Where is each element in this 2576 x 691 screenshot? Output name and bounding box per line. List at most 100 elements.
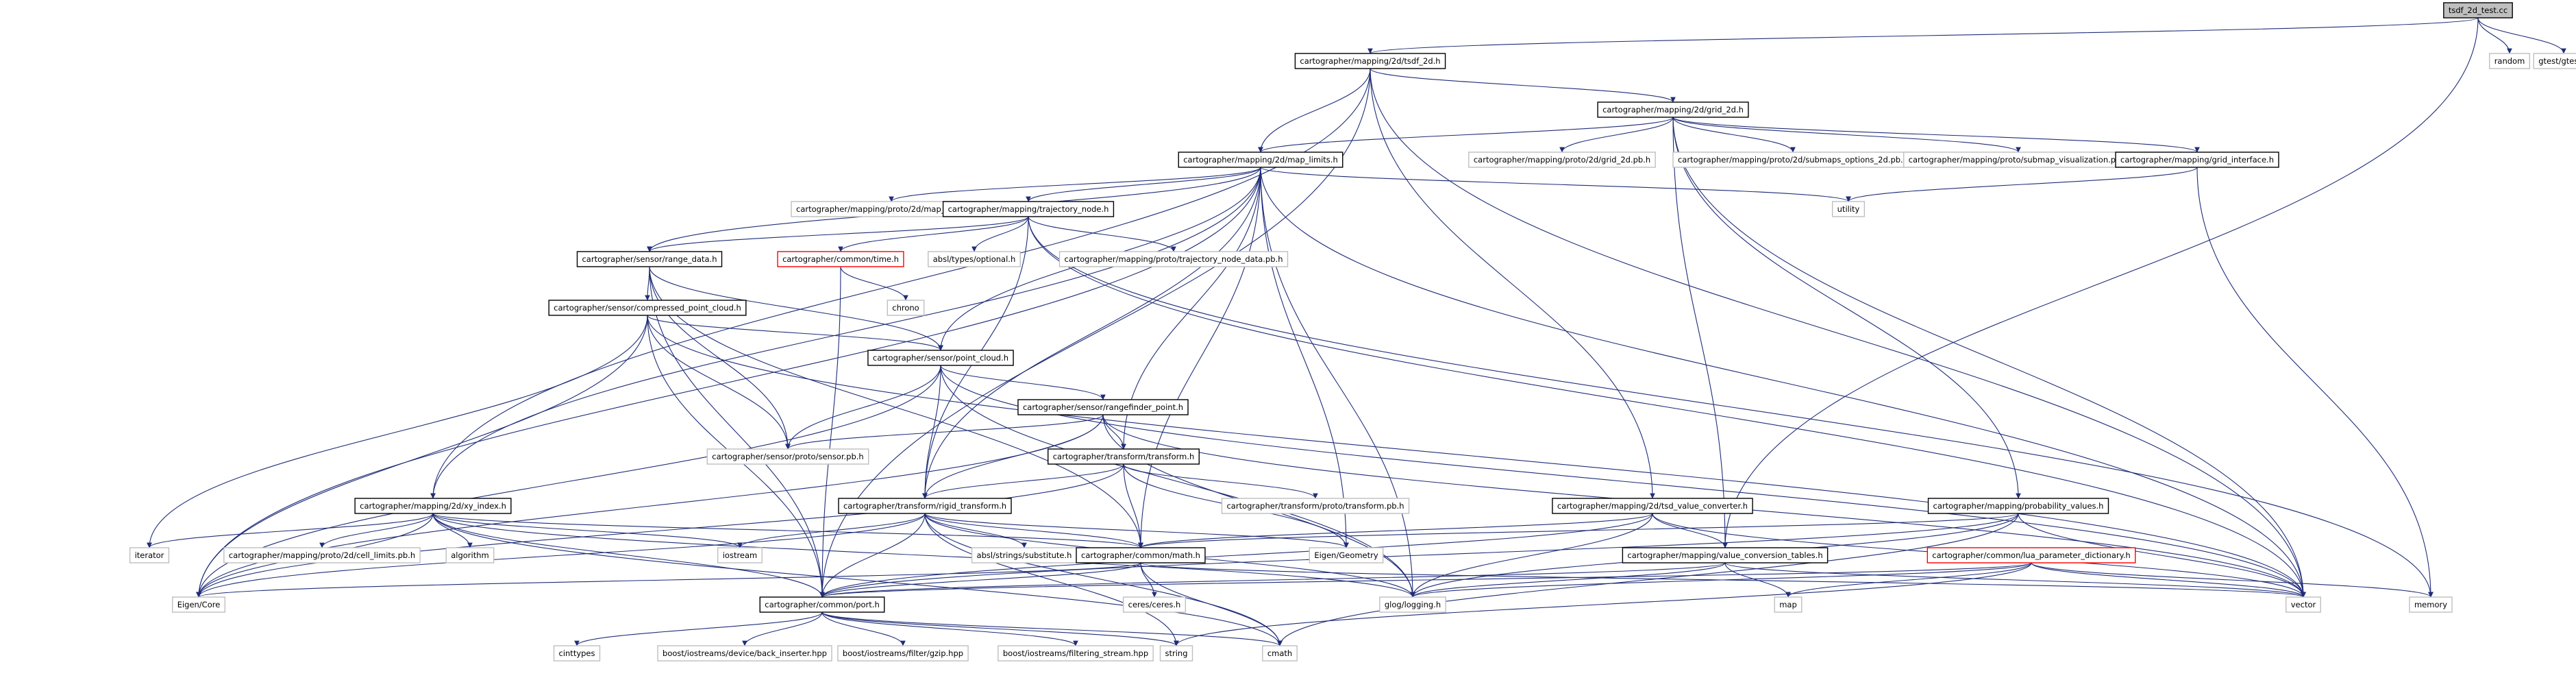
node-iterator[interactable]: iterator — [129, 547, 170, 563]
node-cinttypes[interactable]: cinttypes — [553, 645, 601, 662]
edge-rigid-transform-to-cmath — [924, 513, 1283, 646]
edge-grid-2d-to-submaps-opt-pb — [1672, 117, 1796, 153]
edge-grid-interface-to-utility — [1846, 167, 2198, 202]
node-box — [1122, 596, 1187, 613]
node-ceres[interactable]: ceres/ceres.h — [1122, 596, 1187, 613]
node-eigen-geometry[interactable]: Eigen/Geometry — [1309, 547, 1384, 563]
node-label: cartographer/transform/proto/transform.p… — [1226, 501, 1404, 511]
node-value-conv-tables[interactable]: cartographer/mapping/value_conversion_ta… — [1622, 547, 1829, 563]
node-substitute[interactable]: absl/strings/substitute.h — [971, 547, 1078, 563]
node-map-limits[interactable]: cartographer/mapping/2d/map_limits.h — [1178, 151, 1343, 168]
node-label: Eigen/Geometry — [1314, 550, 1378, 560]
node-range-data[interactable]: cartographer/sensor/range_data.h — [576, 251, 723, 267]
node-label: utility — [1837, 204, 1860, 214]
node-glog[interactable]: glog/logging.h — [1379, 596, 1446, 613]
node-prob-values[interactable]: cartographer/mapping/probability_values.… — [1927, 498, 2109, 514]
edge-transform-to-rigid-transform — [922, 463, 1124, 499]
node-utility[interactable]: utility — [1831, 201, 1866, 217]
node-compressed-pc[interactable]: cartographer/sensor/compressed_point_clo… — [548, 300, 747, 316]
edge-compressed-pc-to-eigen-core — [196, 315, 648, 598]
node-chrono[interactable]: chrono — [887, 300, 925, 316]
node-vector[interactable]: vector — [2286, 596, 2321, 613]
node-box — [706, 448, 869, 465]
edge-tsdf-test-to-random — [2477, 17, 2512, 54]
node-label: cartographer/sensor/compressed_point_clo… — [554, 303, 741, 313]
node-submap-vis-pb[interactable]: cartographer/mapping/proto/submap_visual… — [1903, 151, 2134, 168]
node-optional[interactable]: absl/types/optional.h — [928, 251, 1021, 267]
node-gzip[interactable]: boost/iostreams/filter/gzip.hpp — [837, 645, 969, 662]
node-transform[interactable]: cartographer/transform/transform.h — [1048, 448, 1200, 465]
edge-xy-index-to-iostream — [432, 513, 743, 548]
edge-xy-index-to-iterator — [147, 513, 434, 548]
edge-compressed-pc-to-sensor-pb — [647, 315, 791, 450]
edge-rigid-transform-to-eigen-core — [196, 513, 926, 598]
node-back-inserter[interactable]: boost/iostreams/device/back_inserter.hpp — [657, 645, 832, 662]
edge-tsdf-2d-to-vector — [1370, 68, 2306, 598]
node-label: algorithm — [451, 550, 489, 560]
node-box — [2488, 53, 2531, 69]
node-label: glog/logging.h — [1385, 600, 1441, 609]
node-cmath[interactable]: cmath — [1262, 645, 1298, 662]
node-grid2d-pb[interactable]: cartographer/mapping/proto/2d/grid_2d.pb… — [1468, 151, 1656, 168]
node-memory[interactable]: memory — [2409, 596, 2453, 613]
node-port[interactable]: cartographer/common/port.h — [759, 596, 885, 613]
edge-map-limits-to-utility — [1260, 167, 1851, 202]
edge-xy-index-to-math — [432, 513, 1143, 548]
node-tsd-value-conv[interactable]: cartographer/mapping/2d/tsd_value_conver… — [1552, 498, 1753, 514]
node-filtering-stream[interactable]: boost/iostreams/filtering_stream.hpp — [998, 645, 1154, 662]
edge-map-limits-to-trajectory-node — [1026, 167, 1261, 202]
node-rangefinder-point[interactable]: cartographer/sensor/rangefinder_point.h — [1017, 399, 1189, 415]
node-label: Eigen/Core — [177, 600, 221, 609]
edge-map-limits-to-eigen-geometry — [1260, 167, 1349, 548]
node-box — [445, 547, 495, 563]
node-grid-2d[interactable]: cartographer/mapping/2d/grid_2d.h — [1597, 101, 1749, 118]
node-label: cartographer/mapping/proto/2d/cell_limit… — [229, 550, 415, 560]
node-cell-limits-pb[interactable]: cartographer/mapping/proto/2d/cell_limit… — [223, 547, 421, 563]
node-math[interactable]: cartographer/common/math.h — [1076, 547, 1206, 563]
node-transform-pb[interactable]: cartographer/transform/proto/transform.p… — [1221, 498, 1410, 514]
node-tsdf-test[interactable]: tsdf_2d_test.cc — [2443, 2, 2513, 19]
node-trajnode-pb[interactable]: cartographer/mapping/proto/trajectory_no… — [1058, 251, 1289, 267]
node-rigid-transform[interactable]: cartographer/transform/rigid_transform.h — [838, 498, 1012, 514]
node-label: cartographer/sensor/proto/sensor.pb.h — [712, 452, 863, 461]
nodes-layer: tsdf_2d_test.cc cartographer/mapping/2d/t… — [129, 2, 2576, 662]
edge-tsdf-test-to-value-conv-tables — [1722, 17, 2479, 548]
node-label: cartographer/mapping/proto/trajectory_no… — [1065, 254, 1283, 264]
node-label: cartographer/mapping/2d/xy_index.h — [360, 501, 506, 511]
edge-map-limits-to-maplimits-pb — [889, 167, 1261, 202]
node-box — [1262, 645, 1298, 662]
edge-rigid-transform-to-eigen-geometry — [924, 513, 1349, 548]
edge-compressed-pc-to-vector — [647, 315, 2306, 598]
node-algorithm[interactable]: algorithm — [445, 547, 495, 563]
node-box — [1076, 547, 1206, 563]
edge-tsdf-2d-to-xy-index — [430, 68, 1371, 499]
node-xy-index[interactable]: cartographer/mapping/2d/xy_index.h — [354, 498, 512, 514]
node-random[interactable]: random — [2488, 53, 2531, 69]
node-trajectory-node[interactable]: cartographer/mapping/trajectory_node.h — [942, 201, 1115, 217]
edge-transform-to-eigen-core — [196, 463, 1124, 598]
node-time[interactable]: cartographer/common/time.h — [777, 251, 904, 267]
edge-value-conv-tables-to-port — [819, 562, 1726, 598]
node-label: random — [2494, 56, 2525, 66]
node-lua-param-dict[interactable]: cartographer/common/lua_parameter_dictio… — [1927, 547, 2136, 563]
edge-value-conv-tables-to-vector — [1724, 562, 2306, 598]
node-maplimits-pb[interactable]: cartographer/mapping/proto/2d/map_limits… — [791, 201, 992, 217]
node-iostream[interactable]: iostream — [717, 547, 763, 563]
node-gtest[interactable]: gtest/gtest.h — [2533, 53, 2576, 69]
node-eigen-core[interactable]: Eigen/Core — [171, 596, 226, 613]
node-box — [887, 300, 925, 316]
node-string[interactable]: string — [1159, 645, 1193, 662]
node-tsdf-2d[interactable]: cartographer/mapping/2d/tsdf_2d.h — [1294, 53, 1446, 69]
node-box — [2409, 596, 2453, 613]
edge-xy-index-to-glog — [432, 513, 1415, 598]
node-map[interactable]: map — [1774, 596, 1803, 613]
node-submaps-opt-pb[interactable]: cartographer/mapping/proto/2d/submaps_op… — [1672, 151, 1914, 168]
node-box — [867, 350, 1014, 366]
node-label: cartographer/mapping/proto/2d/submaps_op… — [1678, 155, 1908, 165]
edge-range-data-to-compressed-pc — [645, 266, 650, 301]
node-grid-interface[interactable]: cartographer/mapping/grid_interface.h — [2115, 151, 2279, 168]
node-point-cloud[interactable]: cartographer/sensor/point_cloud.h — [867, 350, 1014, 366]
edge-point-cloud-to-glog — [940, 365, 1415, 598]
node-label: cartographer/mapping/grid_interface.h — [2120, 155, 2274, 165]
node-sensor-pb[interactable]: cartographer/sensor/proto/sensor.pb.h — [706, 448, 869, 465]
